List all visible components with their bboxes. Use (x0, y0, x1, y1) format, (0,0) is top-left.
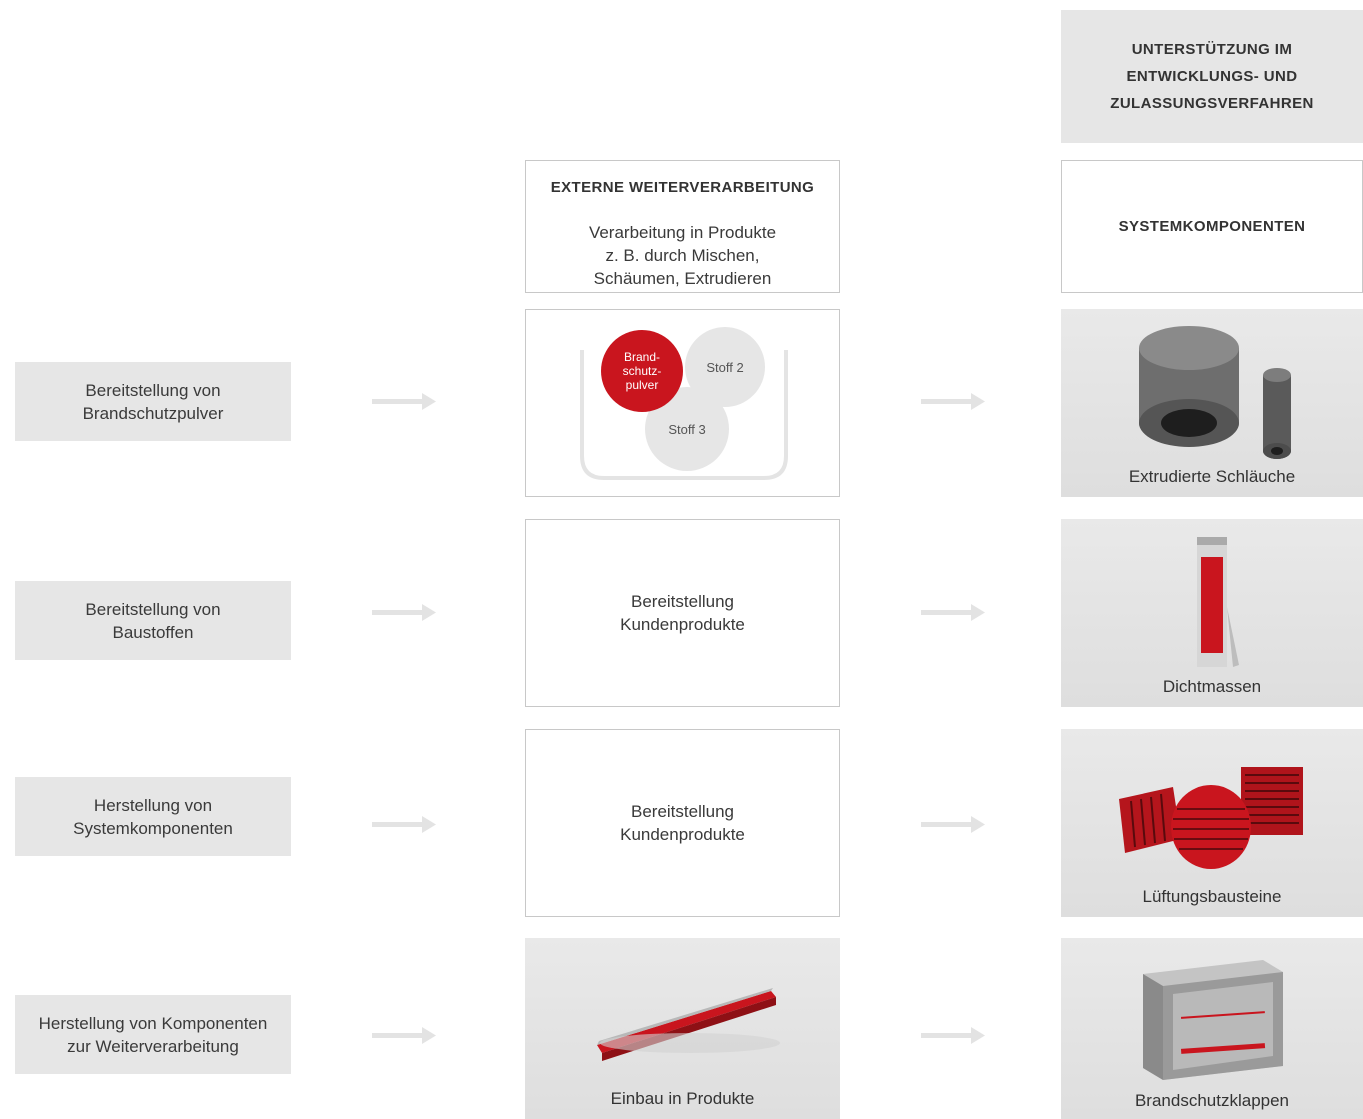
external-processing-header: EXTERNE WEITERVERARBEITUNG Verarbeitung … (525, 160, 840, 293)
support-header-text: UNTERSTÜTZUNG IM ENTWICKLUNGS- UND ZULAS… (1110, 41, 1314, 112)
circle-brandschutzpulver: Brand- schutz- pulver (601, 330, 683, 412)
product-tubes-caption: Extrudierte Schläuche (1128, 467, 1296, 486)
product-tubes: Extrudierte Schläuche (1061, 309, 1363, 497)
customer-products-text-1: Bereitstellung Kundenprodukte (620, 592, 745, 634)
external-processing-title: EXTERNE WEITERVERARBEITUNG (550, 179, 815, 196)
installation-caption: Einbau in Produkte (610, 1089, 755, 1108)
left-row-3: Herstellung von Systemkomponenten (15, 777, 291, 856)
foam-tube-icon (1139, 326, 1291, 459)
installation-photo: Einbau in Produkte (525, 938, 840, 1119)
mixing-bowl-icon (580, 350, 788, 480)
arrow-right-icon (372, 604, 436, 621)
left-row-4: Herstellung von Komponenten zur Weiterve… (15, 995, 291, 1074)
arrow-right-icon (921, 816, 985, 833)
left-row-4-label: Herstellung von Komponenten zur Weiterve… (38, 1013, 268, 1056)
arrow-right-icon (372, 1027, 436, 1044)
arrow-right-icon (921, 604, 985, 621)
product-sealant-caption: Dichtmassen (1162, 677, 1262, 696)
left-row-2: Bereitstellung von Baustoffen (15, 581, 291, 660)
product-sealant: Dichtmassen (1061, 519, 1363, 707)
customer-products-box-1: Bereitstellung Kundenprodukte (525, 519, 840, 707)
arrow-right-icon (372, 393, 436, 410)
arrow-right-icon (921, 1027, 985, 1044)
customer-products-text-2: Bereitstellung Kundenprodukte (620, 802, 745, 844)
sealant-cartridge-icon (1197, 537, 1239, 667)
mixing-box: Stoff 2 Stoff 3 Brand- schutz- pulver (525, 309, 840, 497)
arrow-right-icon (372, 816, 436, 833)
product-damper-caption: Brandschutzklappen (1134, 1091, 1290, 1110)
system-components-title: SYSTEMKOMPONENTEN (1118, 218, 1306, 235)
product-ventilation: Lüftungsbausteine (1061, 729, 1363, 917)
profile-strip-icon (597, 988, 780, 1061)
left-row-1: Bereitstellung von Brandschutzpulver (15, 362, 291, 441)
arrow-right-icon (921, 393, 985, 410)
system-components-header: SYSTEMKOMPONENTEN (1061, 160, 1363, 293)
left-row-2-label: Bereitstellung von Baustoffen (85, 599, 221, 642)
left-row-3-label: Herstellung von Systemkomponenten (73, 795, 233, 838)
left-row-1-label: Bereitstellung von Brandschutzpulver (82, 380, 224, 423)
customer-products-box-2: Bereitstellung Kundenprodukte (525, 729, 840, 917)
external-processing-description: Verarbeitung in Produkte z. B. durch Mis… (588, 223, 777, 288)
product-damper: Brandschutzklappen (1061, 938, 1363, 1119)
fire-damper-icon (1143, 960, 1283, 1080)
support-header-box: UNTERSTÜTZUNG IM ENTWICKLUNGS- UND ZULAS… (1061, 10, 1363, 143)
ventilation-block-icon (1119, 767, 1303, 869)
product-ventilation-caption: Lüftungsbausteine (1142, 887, 1282, 906)
